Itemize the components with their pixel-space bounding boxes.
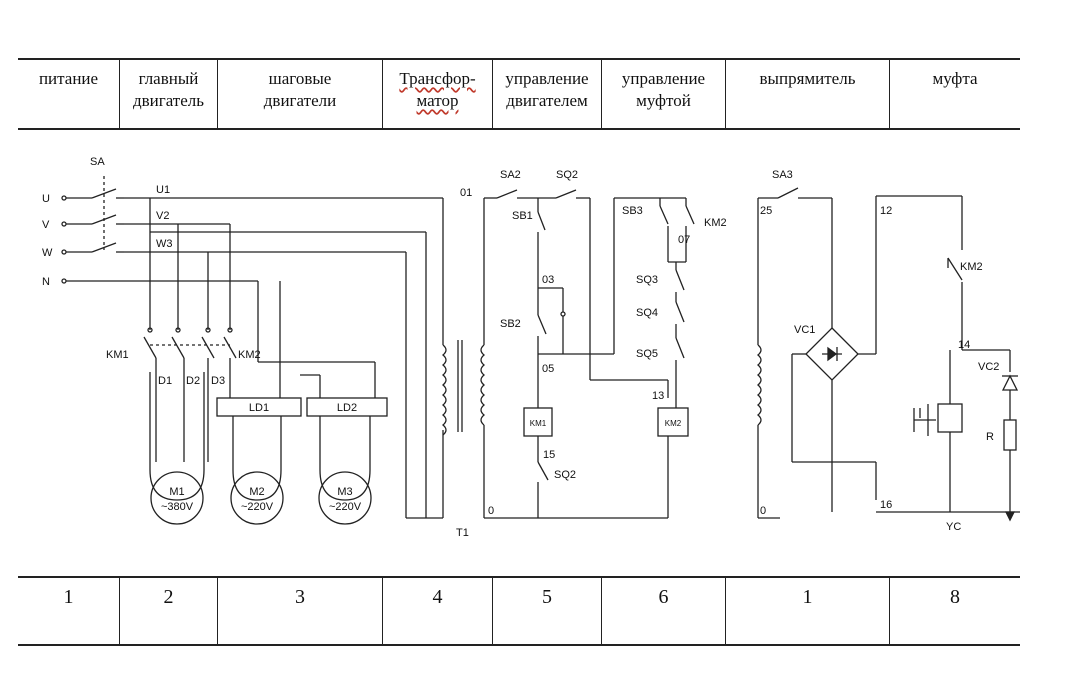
label-sb3: SB3 bbox=[622, 205, 643, 217]
header-cell-main-motor: главный двигатель bbox=[120, 60, 218, 128]
label-coil-km1: KM1 bbox=[530, 419, 547, 428]
label-t1: T1 bbox=[456, 527, 469, 539]
footer-cell-3: 3 bbox=[218, 578, 383, 644]
footer-cell-6: 6 bbox=[602, 578, 726, 644]
label-phase-v: V bbox=[42, 219, 50, 231]
header-cell-transformer: Трансфор-матор bbox=[383, 60, 493, 128]
header-cell-stepper-motors: шаговые двигатели bbox=[218, 60, 383, 128]
label-sq2-top: SQ2 bbox=[556, 169, 578, 181]
label-v2: V2 bbox=[156, 210, 169, 222]
header-cell-power: питание bbox=[18, 60, 120, 128]
label-vc2: VC2 bbox=[978, 361, 999, 373]
label-km2: KM2 bbox=[238, 349, 261, 361]
label-m2-rating: ~220V bbox=[241, 501, 274, 513]
footer-cell-5: 5 bbox=[493, 578, 602, 644]
label-w3: W3 bbox=[156, 238, 173, 250]
label-phase-w: W bbox=[42, 247, 53, 259]
label-node-13: 13 bbox=[652, 390, 664, 402]
label-node-16: 16 bbox=[880, 499, 892, 511]
label-u1: U1 bbox=[156, 184, 170, 196]
header-row: питание главный двигатель шаговые двигат… bbox=[18, 58, 1020, 130]
label-node-03: 03 bbox=[542, 274, 554, 286]
label-coil-km2: KM2 bbox=[665, 419, 682, 428]
label-m1: M1 bbox=[169, 486, 184, 498]
label-node-01: 01 bbox=[460, 187, 472, 199]
label-d3: D3 bbox=[211, 375, 225, 387]
label-r: R bbox=[986, 431, 994, 443]
label-vc1: VC1 bbox=[794, 324, 815, 336]
header-cell-clutch: муфта bbox=[932, 69, 978, 88]
label-yc: YC bbox=[946, 521, 961, 533]
label-node-0-right: 0 bbox=[760, 505, 766, 517]
label-node-15: 15 bbox=[543, 449, 555, 461]
label-sq3: SQ3 bbox=[636, 274, 658, 286]
label-node-12: 12 bbox=[880, 205, 892, 217]
footer-cell-2: 2 bbox=[120, 578, 218, 644]
label-ld2: LD2 bbox=[337, 402, 357, 414]
label-d2: D2 bbox=[186, 375, 200, 387]
label-sq2-bottom: SQ2 bbox=[554, 469, 576, 481]
header-cell-clutch-control: управление муфтой bbox=[602, 60, 726, 128]
label-node-14: 14 bbox=[958, 339, 970, 351]
label-sa3: SA3 bbox=[772, 169, 793, 181]
label-sb1: SB1 bbox=[512, 210, 533, 222]
label-sa2: SA2 bbox=[500, 169, 521, 181]
label-ld1: LD1 bbox=[249, 402, 269, 414]
label-sb2: SB2 bbox=[500, 318, 521, 330]
label-node-25: 25 bbox=[760, 205, 772, 217]
label-m1-rating: ~380V bbox=[161, 501, 194, 513]
label-sa: SA bbox=[90, 156, 105, 168]
label-km2-hold: KM2 bbox=[704, 217, 727, 229]
header-cell-rectifier: выпрямитель bbox=[726, 60, 890, 128]
ld2-box bbox=[306, 397, 388, 417]
label-neutral: N bbox=[42, 276, 50, 288]
label-km1: KM1 bbox=[106, 349, 129, 361]
header-cell-motor-control: управление двигателем bbox=[493, 60, 602, 128]
footer-cell-8: 8 bbox=[950, 586, 960, 608]
label-sq4: SQ4 bbox=[636, 307, 658, 319]
label-d1: D1 bbox=[158, 375, 172, 387]
footer-row: 1 2 3 4 5 6 1 8 bbox=[18, 576, 1020, 646]
label-m3: M3 bbox=[337, 486, 352, 498]
label-km2-clutch: KM2 bbox=[960, 261, 983, 273]
label-m3-rating: ~220V bbox=[329, 501, 362, 513]
footer-cell-1: 1 bbox=[18, 578, 120, 644]
ld1-box bbox=[216, 397, 302, 417]
footer-cell-7: 1 bbox=[726, 578, 890, 644]
label-phase-u: U bbox=[42, 193, 50, 205]
label-node-0-left: 0 bbox=[488, 505, 494, 517]
label-node-05: 05 bbox=[542, 363, 554, 375]
label-node-07: 07 bbox=[678, 234, 690, 246]
label-m2: M2 bbox=[249, 486, 264, 498]
footer-cell-4: 4 bbox=[383, 578, 493, 644]
label-sq5: SQ5 bbox=[636, 348, 658, 360]
